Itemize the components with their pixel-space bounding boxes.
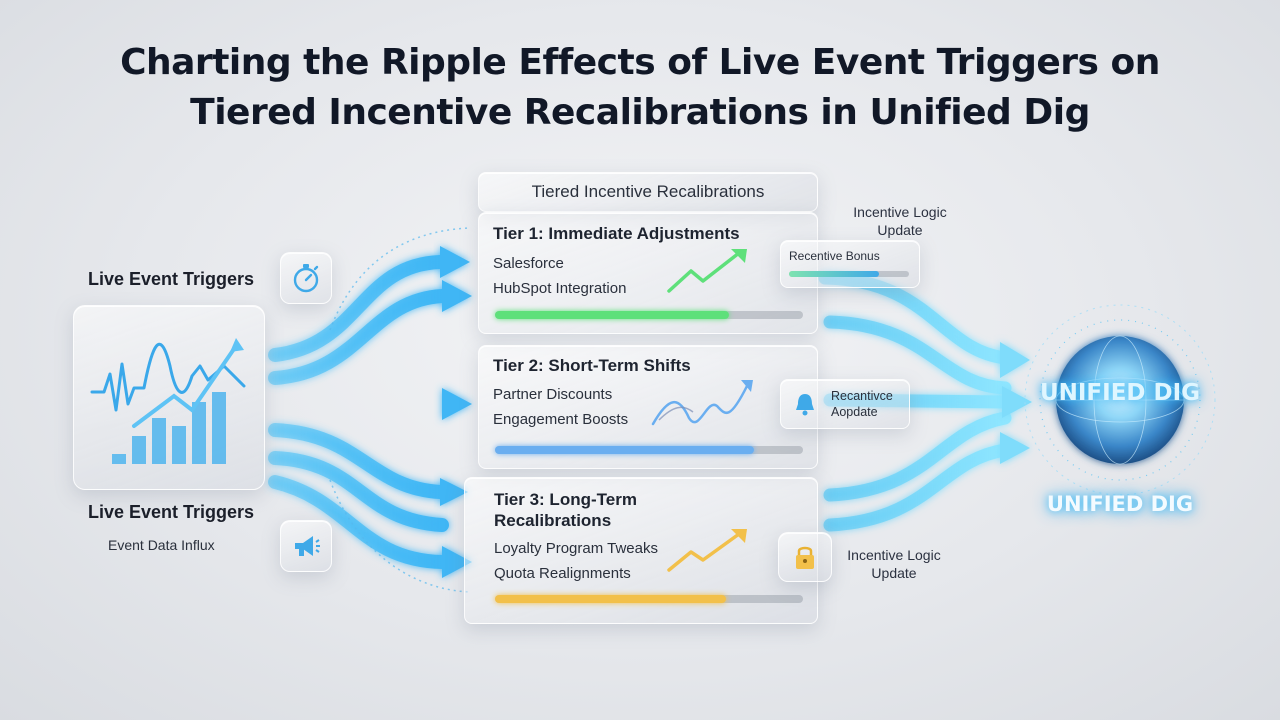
padlock-icon bbox=[796, 546, 814, 569]
tier-2-title: Tier 2: Short-Term Shifts bbox=[493, 356, 691, 375]
arrowhead-4 bbox=[440, 478, 468, 506]
globe-caption: UNIFIED DIG bbox=[1046, 492, 1194, 516]
logic-update-bottom-line-1: Incentive Logic bbox=[847, 547, 941, 563]
tier-3-card[interactable]: Tier 3: Long-Term Recalibrations Loyalty… bbox=[464, 477, 818, 624]
tier-3-item-2: Quota Realignments bbox=[494, 565, 631, 582]
tier-3-title: Tier 3: Long-Term Recalibrations bbox=[494, 489, 637, 531]
arrowhead-2 bbox=[442, 280, 472, 312]
title-line-2: Tiered Incentive Recalibrations in Unifi… bbox=[190, 92, 1090, 133]
trend-up-yellow-icon bbox=[667, 529, 747, 572]
recantivce-aopdate-card[interactable]: Recantivce Aopdate bbox=[780, 379, 910, 429]
flow-to-globe-2 bbox=[823, 315, 1012, 395]
title-line-1: Charting the Ripple Effects of Live Even… bbox=[120, 42, 1160, 83]
tier-2-progress-fill bbox=[495, 446, 754, 454]
logic-update-top-line-2: Update bbox=[877, 222, 923, 238]
flow-to-tier3-b bbox=[268, 451, 449, 532]
tier-3-title-line-1: Tier 3: Long-Term bbox=[494, 490, 637, 509]
tier-2-card[interactable]: Tier 2: Short-Term Shifts Partner Discou… bbox=[478, 345, 818, 469]
padlock-button[interactable] bbox=[778, 532, 832, 582]
arrowhead-6 bbox=[442, 546, 472, 578]
live-event-triggers-bottom-label: Live Event Triggers bbox=[88, 502, 255, 522]
flow-to-globe-4 bbox=[823, 411, 1012, 502]
flow-to-tier3-a bbox=[268, 423, 447, 499]
tier-2-item-1: Partner Discounts bbox=[493, 386, 613, 403]
tier-1-title: Tier 1: Immediate Adjustments bbox=[493, 224, 740, 243]
tier-1-item-1: Salesforce bbox=[493, 255, 564, 272]
tier-3-title-line-2: Recalibrations bbox=[494, 511, 612, 530]
stopwatch-button[interactable] bbox=[280, 252, 332, 304]
recentive-bonus-label: Recentive Bonus bbox=[789, 249, 880, 263]
tier-1-card[interactable]: Tier 1: Immediate Adjustments Salesforce… bbox=[478, 212, 818, 334]
flow-to-tier1-b bbox=[268, 289, 449, 385]
globe-label: UNIFIED DIG bbox=[1039, 380, 1201, 406]
bell-alert-icon bbox=[796, 394, 814, 416]
tiers-header-label: Tiered Incentive Recalibrations bbox=[531, 182, 765, 201]
incentive-logic-update-top: Incentive Logic Update bbox=[830, 203, 970, 239]
bonus-progress-fill bbox=[789, 271, 879, 277]
bonus-progress-track bbox=[789, 271, 909, 277]
tier-3-progress-track bbox=[495, 595, 803, 603]
recentive-bonus-card[interactable]: Recentive Bonus bbox=[780, 240, 920, 288]
logic-update-top-line-1: Incentive Logic bbox=[853, 204, 947, 220]
globe-icon bbox=[1024, 304, 1216, 496]
tier-1-item-2: HubSpot Integration bbox=[493, 280, 627, 297]
flow-to-globe-5 bbox=[823, 443, 1012, 532]
stopwatch-icon bbox=[293, 264, 319, 293]
incentive-logic-update-bottom: Incentive Logic Update bbox=[824, 546, 964, 582]
tier-2-progress-track bbox=[495, 446, 803, 454]
tier-2-item-2: Engagement Boosts bbox=[493, 411, 629, 428]
tier-1-progress-track bbox=[495, 311, 803, 319]
tier-3-item-1: Loyalty Program Tweaks bbox=[494, 540, 658, 557]
megaphone-button[interactable] bbox=[280, 520, 332, 572]
signal-chart-icon bbox=[90, 338, 246, 464]
live-event-trigger-card bbox=[73, 305, 265, 490]
event-data-influx-label: Event Data Influx bbox=[108, 537, 215, 553]
megaphone-icon bbox=[295, 536, 320, 556]
page-title: Charting the Ripple Effects of Live Even… bbox=[0, 38, 1280, 138]
trend-up-green-icon bbox=[667, 249, 747, 293]
live-event-triggers-top-label: Live Event Triggers bbox=[88, 269, 255, 289]
mid-card-line-1: Recantivce bbox=[831, 389, 893, 403]
arrowhead-1 bbox=[440, 246, 470, 278]
flow-to-tier1-a bbox=[268, 255, 447, 362]
tier-1-progress-fill bbox=[495, 311, 730, 319]
recantivce-aopdate-text: Recantivce Aopdate bbox=[831, 388, 893, 420]
logic-update-bottom-line-2: Update bbox=[871, 565, 917, 581]
tiers-header: Tiered Incentive Recalibrations bbox=[478, 172, 818, 212]
mid-card-line-2: Aopdate bbox=[831, 405, 878, 419]
trend-wave-blue-icon bbox=[651, 380, 753, 426]
arrowhead-3 bbox=[442, 388, 472, 420]
tier-3-progress-fill bbox=[495, 595, 726, 603]
